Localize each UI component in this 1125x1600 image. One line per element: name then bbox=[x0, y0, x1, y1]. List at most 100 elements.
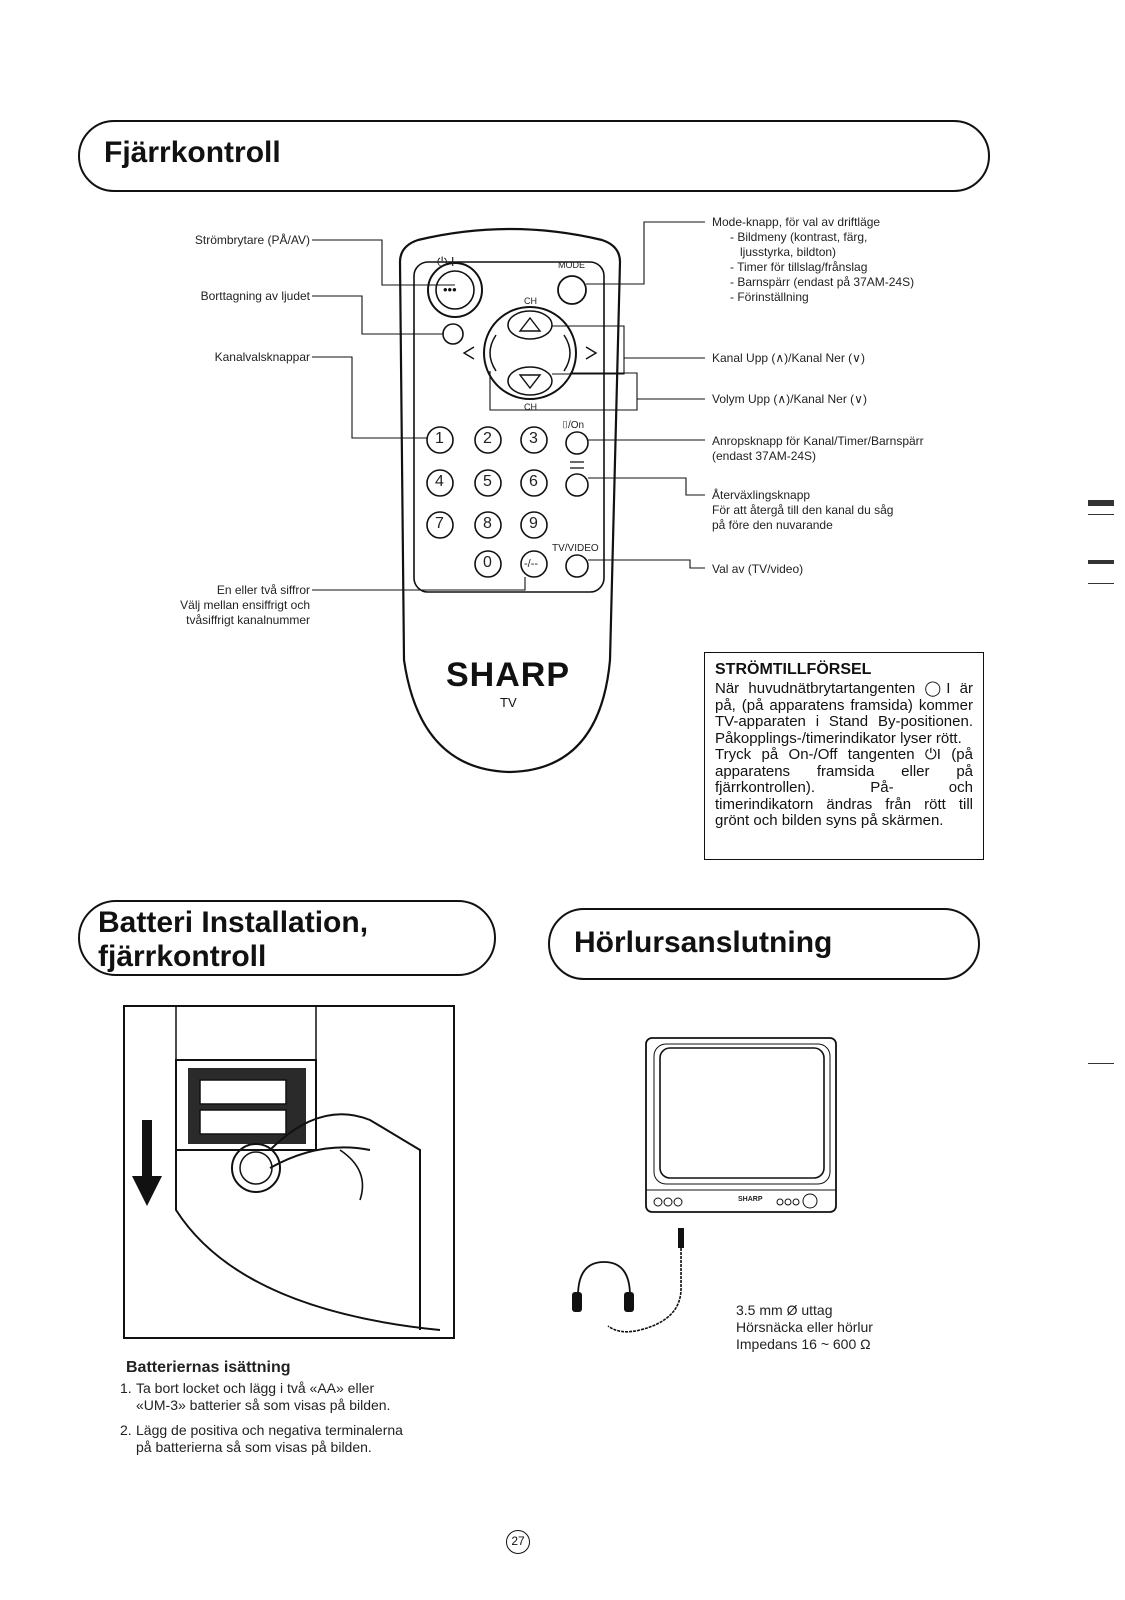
remote-tvvideo-label: TV/VIDEO bbox=[552, 543, 599, 554]
digit-2: 2 bbox=[483, 430, 492, 447]
down-arrow-icon bbox=[132, 1176, 162, 1206]
down-arrow-shaft bbox=[142, 1120, 152, 1180]
keypad-panel bbox=[413, 261, 605, 593]
headphone-line3: Impedans 16 ~ 600 Ω bbox=[736, 1336, 871, 1352]
label-mode-item-2: ljusstyrka, bildton) bbox=[740, 245, 837, 259]
callout-mode bbox=[586, 221, 705, 285]
label-flashback-line3: på före den nuvarande bbox=[712, 518, 833, 532]
headphone-line1: 3.5 mm Ø uttag bbox=[736, 1302, 833, 1318]
headphone-left-cup bbox=[572, 1292, 582, 1312]
margin-mark-4 bbox=[1088, 583, 1114, 584]
callout-mute bbox=[312, 295, 443, 335]
headphone-line2: Hörsnäcka eller hörlur bbox=[736, 1319, 873, 1335]
label-flashback-line1: Återväxlingsknapp bbox=[712, 488, 811, 502]
volume-up-button bbox=[563, 334, 571, 372]
digit-8: 8 bbox=[483, 515, 492, 532]
headphone-band bbox=[577, 1261, 631, 1297]
margin-mark-1 bbox=[1088, 500, 1114, 506]
tv-screen bbox=[659, 1047, 825, 1179]
digit-5: 5 bbox=[483, 473, 492, 490]
remote-ch-bottom-label: CH bbox=[524, 402, 537, 412]
digit-dash: -/-- bbox=[524, 558, 539, 570]
mode-button bbox=[557, 275, 587, 305]
power-button-ring bbox=[427, 262, 483, 318]
battery-section-banner bbox=[78, 900, 496, 976]
label-digit-line3: tvåsiffrigt kanalnummer bbox=[186, 613, 310, 627]
label-mode-item-4: - Barnspärr (endast på 37AM-24S) bbox=[730, 275, 915, 289]
headphone-illustration bbox=[572, 1037, 837, 1333]
remote-brand: SHARP bbox=[446, 656, 571, 694]
margin-mark-3 bbox=[1088, 560, 1114, 564]
headphone-right-cup bbox=[624, 1292, 634, 1312]
channel-up-arrow bbox=[518, 316, 542, 332]
label-mute: Borttagning av ljudet bbox=[200, 289, 310, 303]
digit-4: 4 bbox=[435, 473, 444, 490]
headphone-plug bbox=[678, 1228, 684, 1248]
callout-volume bbox=[489, 371, 705, 411]
battery-step2-num: 2. bbox=[120, 1422, 132, 1438]
power-supply-box: STRÖMTILLFÖRSEL När huvudnätbrytartangen… bbox=[704, 652, 984, 860]
power-button bbox=[435, 270, 475, 310]
call-button bbox=[565, 431, 589, 455]
label-volume-updown: Volym Upp (∧)/Kanal Ner (∨) bbox=[712, 392, 867, 406]
svg-text:•••: ••• bbox=[443, 282, 457, 297]
battery-heading: Batteriernas isättning bbox=[126, 1359, 291, 1376]
label-flashback-line2: För att återgå till den kanal du såg bbox=[712, 503, 894, 517]
volume-down-button bbox=[489, 334, 497, 372]
battery-illustration bbox=[123, 1005, 455, 1339]
tv-video-button bbox=[565, 554, 589, 578]
remote-call-symbol: ⌷/On bbox=[562, 420, 585, 431]
remote-mode-label: MODE bbox=[558, 260, 585, 270]
flashback-icon bbox=[570, 461, 584, 469]
power-supply-heading: STRÖMTILLFÖRSEL bbox=[715, 661, 872, 678]
channel-up-button bbox=[507, 310, 553, 340]
channel-down-button bbox=[507, 366, 553, 396]
label-digit-line1: En eller två siffror bbox=[216, 583, 310, 597]
label-mode-item-5: - Förinställning bbox=[730, 290, 809, 304]
remote-section-banner bbox=[78, 120, 990, 192]
digit-1: 1 bbox=[435, 430, 444, 447]
remote-ch-top-label: CH bbox=[524, 296, 537, 306]
label-power: Strömbrytare (PÅ/AV) bbox=[194, 233, 310, 247]
headphone-title: Hörlursanslutning bbox=[574, 926, 833, 959]
volume-up-icon bbox=[585, 346, 598, 360]
remote-body bbox=[398, 227, 622, 774]
callout-channel bbox=[552, 325, 705, 375]
digit-buttons bbox=[426, 426, 548, 578]
battery-step2-line1: Lägg de positiva och negativa terminaler… bbox=[136, 1422, 403, 1438]
digit-3: 3 bbox=[529, 430, 538, 447]
label-mode-item-3: - Timer för tillslag/frånslag bbox=[730, 260, 868, 274]
volume-down-icon bbox=[462, 346, 475, 360]
battery-step1-line1: Ta bort locket och lägg i två «AA» eller bbox=[136, 1380, 375, 1396]
page-number-circle bbox=[506, 1530, 530, 1554]
remote-section-title: Fjärrkontroll bbox=[104, 136, 281, 169]
flashback-button bbox=[565, 473, 589, 497]
label-call-line2: (endast 37AM-24S) bbox=[712, 449, 817, 463]
callout-channel-select bbox=[312, 356, 427, 439]
power-supply-para1: När huvudnätbrytartangenten ◯I är på, (p… bbox=[715, 680, 973, 747]
battery-step1-num: 1. bbox=[120, 1380, 132, 1396]
digit-0: 0 bbox=[483, 554, 492, 571]
callout-power bbox=[312, 239, 455, 286]
battery-title-line1: Batteri Installation, bbox=[98, 906, 369, 939]
digit-9: 9 bbox=[529, 515, 538, 532]
callout-tvvideo bbox=[588, 559, 705, 569]
headphone-section-banner bbox=[548, 908, 980, 980]
remote-brand-sub: TV bbox=[500, 695, 517, 710]
direction-pad bbox=[483, 306, 577, 400]
label-tvvideo: Val av (TV/video) bbox=[712, 562, 804, 576]
page-number: 27 bbox=[511, 1534, 525, 1548]
remote-power-symbol: ⏻ I bbox=[437, 254, 455, 269]
headphone-cable bbox=[607, 1248, 682, 1333]
label-mode-title: Mode-knapp, för val av driftläge bbox=[712, 215, 881, 229]
callout-digit bbox=[312, 577, 526, 591]
margin-mark-5 bbox=[1088, 1063, 1114, 1064]
power-supply-para2: Tryck på On-/Off tangenten ⏻I (på appara… bbox=[715, 746, 973, 829]
label-channel-select: Kanalvalsknappar bbox=[214, 350, 310, 364]
battery-step1-line2: «UM-3» batterier så som visas på bilden. bbox=[136, 1397, 391, 1413]
digit-6: 6 bbox=[529, 473, 538, 490]
callout-flashback bbox=[588, 477, 705, 496]
channel-down-arrow bbox=[518, 374, 542, 390]
label-call-line1: Anropsknapp för Kanal/Timer/Barnspärr bbox=[712, 434, 924, 448]
battery-step2-line2: på batterierna så som visas på bilden. bbox=[136, 1439, 372, 1455]
